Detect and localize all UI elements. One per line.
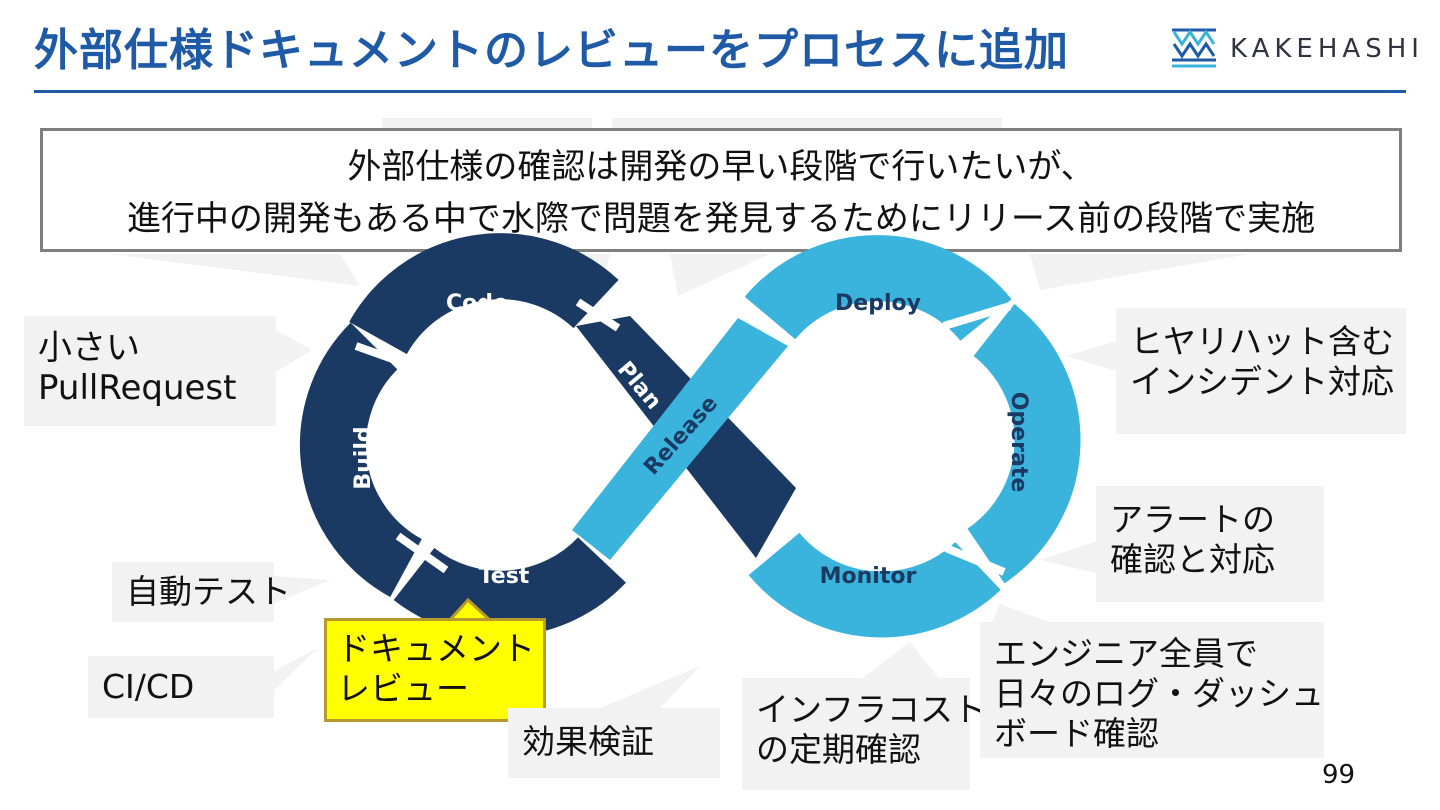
stage-label-code: Code xyxy=(446,291,508,316)
callout-alert-line1: アラートの xyxy=(1110,500,1275,539)
segment-code xyxy=(349,233,619,355)
callout-small-pr-line1: 小さい xyxy=(38,328,140,368)
kakehashi-logo: KAKEHASHI xyxy=(1168,24,1419,74)
callout-alert-line2: 確認と対応 xyxy=(1110,540,1275,579)
page-number: 99 xyxy=(1322,760,1356,790)
callout-infra-cost-line2: の定期確認 xyxy=(756,730,921,769)
segment-deploy xyxy=(744,235,1012,342)
callout-infra-cost-line1: インフラコスト xyxy=(756,690,987,729)
stage-label-deploy: Deploy xyxy=(835,291,921,316)
segment-operate xyxy=(966,304,1081,584)
banner-line-2: 進行中の開発もある中で水際で問題を発見するためにリリース前の段階で実施 xyxy=(126,199,1316,239)
callout-near-miss-line2: インシデント対応 xyxy=(1130,362,1394,401)
stage-label-monitor: Monitor xyxy=(820,564,917,589)
callout-cicd: CI/CD xyxy=(88,656,274,718)
callout-doc-review-line1: ドキュメント xyxy=(337,629,535,668)
stage-label-build: Build xyxy=(351,426,376,489)
callout-near-miss: ヒヤリハット含む インシデント対応 xyxy=(1116,308,1406,434)
segment-monitor xyxy=(748,532,1001,638)
callout-small-pr-line2: PullRequest xyxy=(38,368,237,408)
title-underline xyxy=(34,90,1406,93)
segment-build xyxy=(300,322,423,597)
slide-title: 外部仕様ドキュメントのレビューをプロセスに追加 xyxy=(34,25,1069,76)
callout-doc-review-line2: レビュー xyxy=(337,669,469,708)
callout-engineers-line3: ボード確認 xyxy=(994,714,1159,753)
callout-near-miss-line1: ヒヤリハット含む xyxy=(1130,322,1394,361)
stage-label-operate: Operate xyxy=(1006,392,1031,493)
callout-engineers-line2: 日々のログ・ダッシュ xyxy=(994,674,1324,713)
callout-doc-review: ドキュメント レビュー xyxy=(324,618,546,722)
callout-alert: アラートの 確認と対応 xyxy=(1096,486,1324,602)
callout-small-pr: 小さい PullRequest xyxy=(24,316,276,426)
logo-wordmark: KAKEHASHI xyxy=(1230,34,1424,64)
segment-release xyxy=(572,318,788,560)
kakehashi-logo-icon xyxy=(1172,28,1216,68)
callout-engineers: エンジニア全員で 日々のログ・ダッシュ ボード確認 xyxy=(980,622,1324,758)
banner-line-1: 外部仕様の確認は開発の早い段階で行いたいが、 xyxy=(347,147,1095,187)
callout-infra-cost: インフラコスト の定期確認 xyxy=(742,678,987,790)
callout-auto-test: 自動テスト xyxy=(112,562,291,622)
segment-test xyxy=(393,536,626,637)
callout-effect: 効果検証 xyxy=(508,708,720,778)
callout-engineers-line1: エンジニア全員で xyxy=(994,634,1258,673)
stage-label-test: Test xyxy=(479,564,530,589)
summary-banner: 外部仕様の確認は開発の早い段階で行いたいが、 進行中の開発もある中で水際で問題を… xyxy=(40,128,1402,252)
